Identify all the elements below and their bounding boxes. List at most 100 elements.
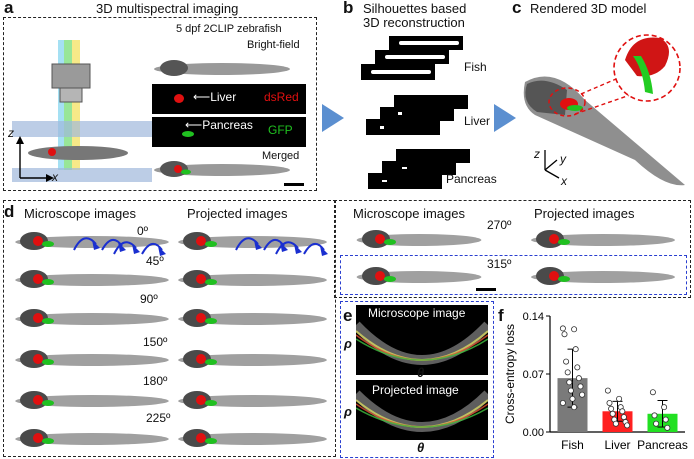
y-axis-label: Cross-entropy loss bbox=[503, 324, 517, 424]
pancreas-silhouette-2 bbox=[382, 161, 456, 175]
data-point bbox=[572, 346, 579, 353]
panel-f-label: f bbox=[498, 306, 504, 325]
pancreas-text: Pancreas bbox=[202, 118, 253, 132]
projected-image-5 bbox=[178, 429, 327, 447]
flow-arrow-ab bbox=[322, 104, 344, 132]
panel-e-label: e bbox=[343, 306, 353, 325]
c-axis-x: x bbox=[561, 174, 567, 188]
x-tick-label-fish: Fish bbox=[561, 438, 584, 452]
objective-body bbox=[51, 63, 91, 89]
microscope-image-4 bbox=[15, 391, 169, 409]
panel-d-frame-right bbox=[334, 200, 691, 298]
c-axis-y: y bbox=[560, 152, 566, 166]
d-header-proj-right: Projected images bbox=[534, 206, 635, 221]
projected-image-2 bbox=[178, 309, 327, 327]
objective-tip bbox=[59, 87, 83, 103]
data-point bbox=[569, 395, 576, 402]
data-point bbox=[609, 410, 616, 417]
microscope-image-5 bbox=[15, 429, 169, 447]
light-sheet-top bbox=[12, 121, 152, 137]
merged-image bbox=[152, 150, 306, 184]
stack-label-liver: Liver bbox=[464, 114, 491, 128]
data-point bbox=[567, 387, 574, 394]
projected-image-3 bbox=[178, 350, 327, 368]
data-point bbox=[662, 416, 669, 423]
light-beam-cyan bbox=[58, 40, 64, 170]
liver-spot bbox=[174, 94, 184, 103]
panel-b-title-2: 3D reconstruction bbox=[363, 15, 465, 30]
projected-image-315 bbox=[531, 267, 675, 285]
pancreas-silhouette-1 bbox=[396, 149, 470, 163]
microscope-image-1 bbox=[15, 270, 169, 288]
projected-image-0 bbox=[178, 232, 327, 250]
e-ylabel-2: ρ bbox=[344, 404, 352, 419]
microscope-image-3 bbox=[15, 350, 169, 368]
row-label-merged: Merged bbox=[262, 150, 300, 162]
angle-90: 90º bbox=[140, 292, 158, 306]
data-point bbox=[571, 404, 578, 411]
pancreas-spot bbox=[182, 131, 194, 137]
arrow-left-icon: ⟵ bbox=[193, 90, 211, 104]
sinogram-microscope bbox=[356, 305, 488, 375]
data-point bbox=[579, 391, 586, 398]
projected-image-1 bbox=[178, 270, 327, 288]
light-sheet-bottom bbox=[12, 168, 152, 182]
c-axis-z: z bbox=[534, 147, 540, 161]
row-label-dsred: dsRed bbox=[264, 90, 299, 104]
angle-225: 225º bbox=[146, 411, 171, 425]
y-tick-label: 0.07 bbox=[523, 369, 544, 381]
sinogram-projected bbox=[356, 380, 488, 440]
stack-label-fish: Fish bbox=[464, 60, 487, 74]
panel-b-title-1: Silhouettes based bbox=[363, 1, 467, 16]
microscope-image-2 bbox=[15, 309, 169, 327]
data-point bbox=[612, 420, 619, 427]
liver-text: Liver bbox=[210, 90, 237, 104]
data-point bbox=[604, 387, 611, 394]
projected-image-270 bbox=[531, 230, 675, 248]
microscope-image-315 bbox=[356, 267, 482, 285]
fish-silhouette-1 bbox=[389, 36, 463, 50]
rotation-arrow-icon bbox=[275, 241, 328, 256]
brightfield-image bbox=[152, 51, 306, 85]
angle-150: 150º bbox=[143, 335, 168, 349]
row-label-gfp: GFP bbox=[268, 123, 293, 137]
panel-a-frame bbox=[3, 17, 317, 191]
liver-silhouette-1 bbox=[394, 95, 468, 109]
data-point bbox=[559, 325, 566, 332]
e-title-projected: Projected image bbox=[372, 383, 459, 397]
data-point bbox=[566, 379, 573, 386]
fish-silhouette-2 bbox=[375, 50, 449, 64]
data-point bbox=[575, 375, 582, 382]
rotation-arrow-icon bbox=[113, 241, 166, 256]
row-label-brightfield: Bright-field bbox=[247, 39, 300, 51]
rendered-3d-model bbox=[523, 34, 685, 186]
data-point bbox=[624, 422, 631, 429]
light-beam-yellow bbox=[72, 40, 80, 170]
light-beam-green bbox=[64, 40, 72, 170]
sample-red-spot bbox=[48, 148, 56, 156]
arrow-left-icon: ⟵ bbox=[185, 118, 203, 132]
liver-silhouette-2 bbox=[380, 107, 454, 121]
data-point bbox=[574, 364, 581, 371]
panel-c-label: c bbox=[512, 0, 522, 17]
data-point bbox=[620, 414, 627, 421]
y-tick-label: 0.14 bbox=[523, 311, 544, 323]
panel-b-label: b bbox=[343, 0, 354, 17]
y-tick-label: 0.00 bbox=[523, 427, 544, 439]
fish-silhouette-3 bbox=[361, 64, 435, 80]
highlight-315 bbox=[340, 255, 687, 295]
projected-image-4 bbox=[178, 391, 327, 409]
liver-silhouette-3 bbox=[366, 119, 440, 135]
panel-c-title: Rendered 3D model bbox=[530, 1, 647, 16]
axis-x-arrow bbox=[46, 174, 54, 182]
data-point bbox=[651, 412, 658, 419]
data-point bbox=[606, 400, 613, 407]
panel-d-frame-left bbox=[3, 200, 336, 457]
x-tick-label-pancreas: Pancreas bbox=[637, 438, 688, 452]
data-point bbox=[649, 389, 656, 396]
e-xlabel-1: θ bbox=[417, 365, 425, 380]
angle-270: 270º bbox=[487, 218, 512, 232]
angle-0: 0º bbox=[137, 224, 149, 238]
e-xlabel-2: θ bbox=[417, 440, 425, 455]
